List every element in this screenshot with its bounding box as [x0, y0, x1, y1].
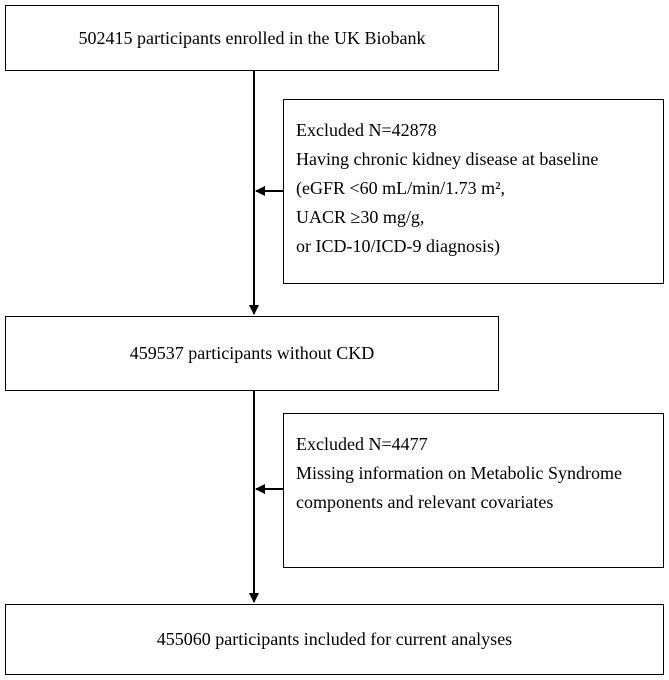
- step-without-ckd-box: 459537 participants without CKD: [5, 316, 499, 391]
- step-enrolled-box: 502415 participants enrolled in the UK B…: [5, 5, 499, 71]
- exclusion-ckd-reason: Having chronic kidney disease at baselin…: [296, 149, 599, 169]
- exclusion-ckd-count: Excluded N=42878: [296, 120, 437, 140]
- step-without-ckd-label: 459537 participants without CKD: [129, 343, 375, 363]
- exclusion-ckd-box: Excluded N=42878 Having chronic kidney d…: [283, 99, 664, 284]
- step-included-box: 455060 participants included for current…: [5, 604, 664, 675]
- exclusion-missing-covariates: components and relevant covariates: [296, 492, 554, 512]
- exclusion-ckd-uacr: UACR ≥30 mg/g,: [296, 207, 425, 227]
- exclusion-ckd-egfr: (eGFR <60 mL/min/1.73 m²,: [296, 178, 506, 198]
- exclusion-missing-box: Excluded N=4477 Missing information on M…: [283, 413, 664, 568]
- exclusion-missing-count: Excluded N=4477: [296, 434, 428, 454]
- step-included-label: 455060 participants included for current…: [156, 629, 513, 649]
- step-enrolled-label: 502415 participants enrolled in the UK B…: [78, 27, 426, 48]
- exclusion-missing-reason: Missing information on Metabolic Syndrom…: [296, 463, 622, 483]
- exclusion-ckd-icd: or ICD-10/ICD-9 diagnosis): [296, 236, 500, 256]
